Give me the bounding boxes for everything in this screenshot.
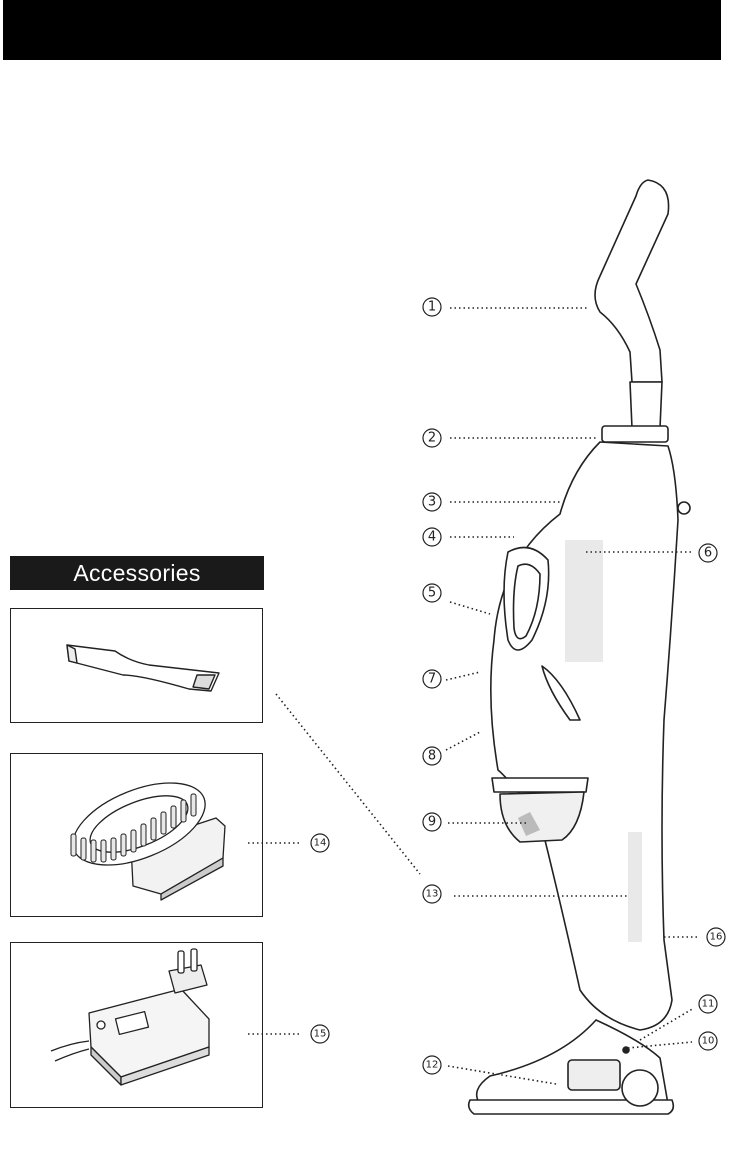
callout-3-label: 3 <box>428 495 436 510</box>
callout-16-label: 16 <box>710 932 723 943</box>
callout-1-label: 1 <box>428 300 436 315</box>
callout-14-label: 14 <box>314 838 327 849</box>
vacuum-cleaner-drawing <box>469 180 690 1114</box>
callout-8-label: 8 <box>428 749 436 764</box>
callout-7-label: 7 <box>428 672 436 687</box>
callout-6-label: 6 <box>704 546 712 561</box>
callout-11-label: 11 <box>702 999 715 1010</box>
callout-13-label: 13 <box>426 889 439 900</box>
callout-10-label: 10 <box>702 1036 715 1047</box>
callout-9-label: 9 <box>428 815 436 830</box>
callout-5-label: 5 <box>428 586 436 601</box>
callout-4-label: 4 <box>428 530 436 545</box>
callout-12-label: 12 <box>426 1060 439 1071</box>
callout-2-label: 2 <box>428 431 436 446</box>
callout-15-label: 15 <box>314 1029 327 1040</box>
